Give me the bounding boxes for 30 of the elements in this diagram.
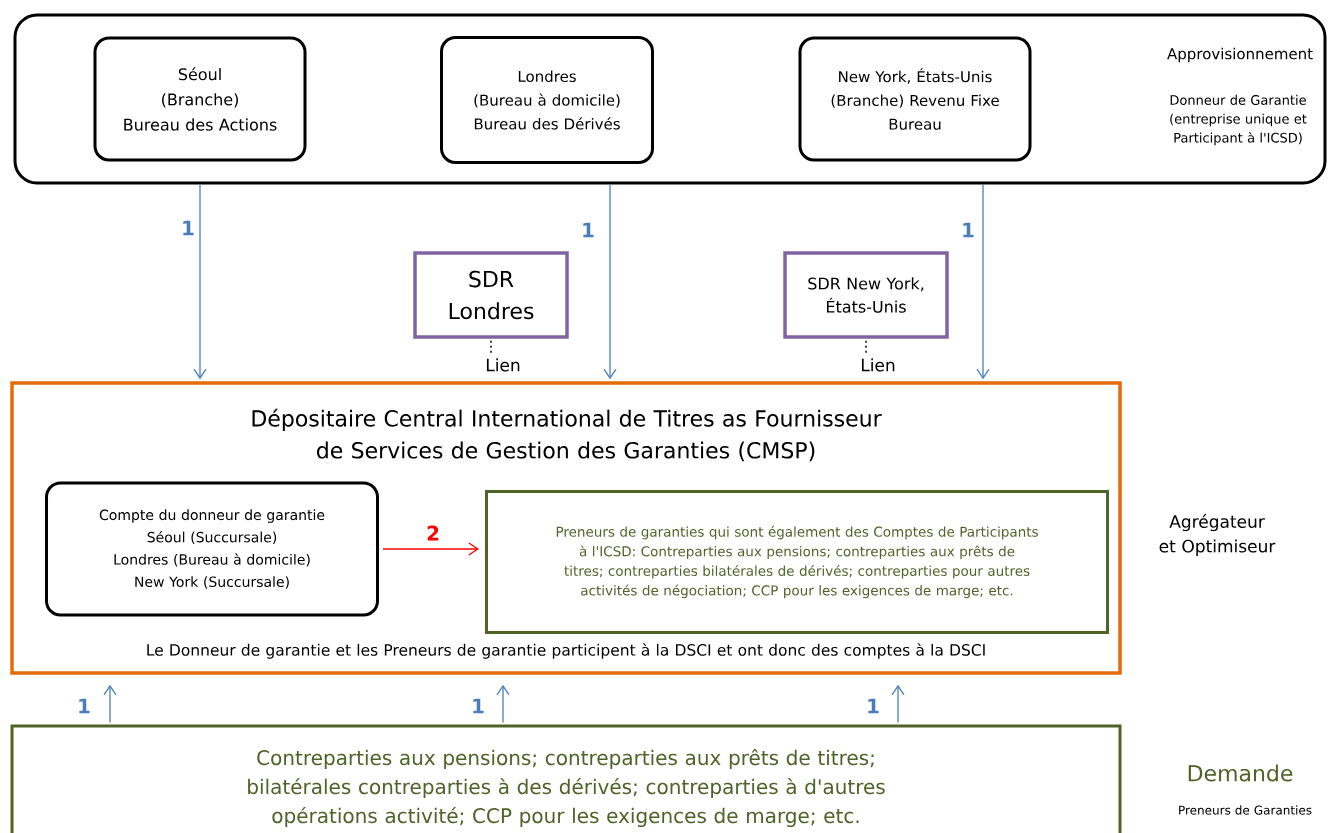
arrow: [891, 684, 905, 724]
edge-label: 1: [868, 698, 879, 714]
side-label: Agrégateur et Optimiseur: [1159, 514, 1276, 556]
arrow: [496, 684, 510, 724]
side-label: Preneurs de Garanties: [1179, 805, 1312, 815]
counterparties-box: Preneurs de garanties qui sont également des Comptes de Participants à l'ICSD: Contreparties aux pensions; contreparties aux prêts de titres; contreparties bilatérales de dérivés; contreparties pour autres activités de négociation; CCP pour les exigences de marge; etc.: [485, 490, 1109, 634]
office-box: Compte du donneur de garantie Séoul (Succursale) Londres (Bureau à domicile) New York (Succursale): [45, 481, 379, 617]
repository-box: SDR New York, États-Unis: [783, 251, 949, 339]
edge-label: 1: [79, 698, 90, 714]
side-label: Donneur de Garantie (entreprise unique et Participant à l'ICSD): [1170, 94, 1307, 146]
edge-label: 1: [963, 222, 974, 238]
link-label: Lien: [486, 358, 520, 372]
edge-label: 1: [583, 222, 594, 238]
side-heading: Demande: [1188, 764, 1293, 782]
office-box: Londres (Bureau à domicile) Bureau des Dérivés: [440, 36, 654, 164]
arrow: [103, 684, 117, 724]
side-heading: Approvisionnement: [1167, 47, 1313, 63]
edge-label: 2: [427, 525, 439, 541]
group-box: [13, 13, 1327, 185]
edge-label: 1: [183, 220, 194, 236]
arrow: [382, 542, 479, 556]
edge-label: 1: [473, 698, 484, 714]
arrow: [193, 183, 207, 380]
office-box: New York, États-Unis (Branche) Revenu Fixe Bureau: [798, 36, 1032, 162]
counterparties-box: Contreparties aux pensions; contreparties aux prêts de titres; bilatérales contreparties à des dérivés; contreparties à d'autres opérations activité; CCP pour les exigences de marge; etc.: [10, 724, 1122, 833]
office-box: Séoul (Branche) Bureau des Actions: [93, 36, 307, 162]
arrow: [976, 183, 990, 380]
link-label: Lien: [861, 358, 895, 372]
arrow: [603, 183, 617, 380]
repository-box: SDR Londres: [413, 251, 569, 339]
